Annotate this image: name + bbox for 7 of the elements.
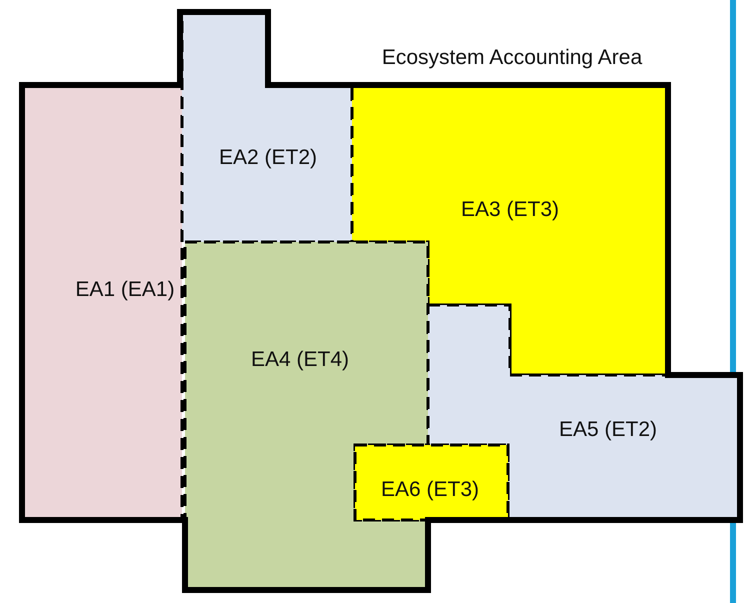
area-label: EA5 (ET2) [558,418,658,442]
area-title: Ecosystem Accounting Area [382,46,642,70]
area-label: EA3 (ET3) [460,198,560,222]
area-label: EA1 (EA1) [75,278,175,302]
area-label: EA6 (ET3) [380,478,480,502]
area-label: EA4 (ET4) [250,348,350,372]
area-label: EA2 (ET2) [218,146,318,170]
